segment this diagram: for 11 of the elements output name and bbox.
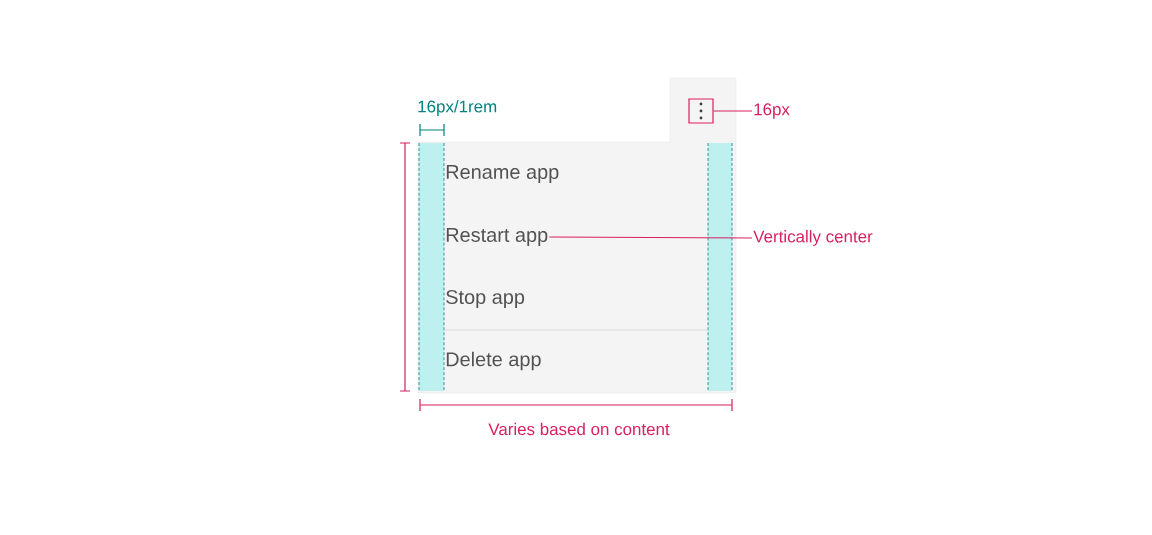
menu-item: Restart app bbox=[446, 228, 548, 246]
leader-line bbox=[713, 110, 753, 112]
annotation-text: Vertically center bbox=[753, 230, 873, 246]
menu-item: Delete app bbox=[446, 351, 541, 371]
dimension-label: 16px/1rem bbox=[418, 100, 497, 116]
leader-line bbox=[548, 236, 753, 239]
overflow-icon bbox=[688, 98, 714, 124]
menu-item: Stop app bbox=[446, 290, 525, 308]
menu-item: Rename app bbox=[446, 165, 559, 183]
annotation-text: 16px bbox=[754, 103, 790, 119]
dimension-label: Varies based on content bbox=[488, 422, 670, 436]
